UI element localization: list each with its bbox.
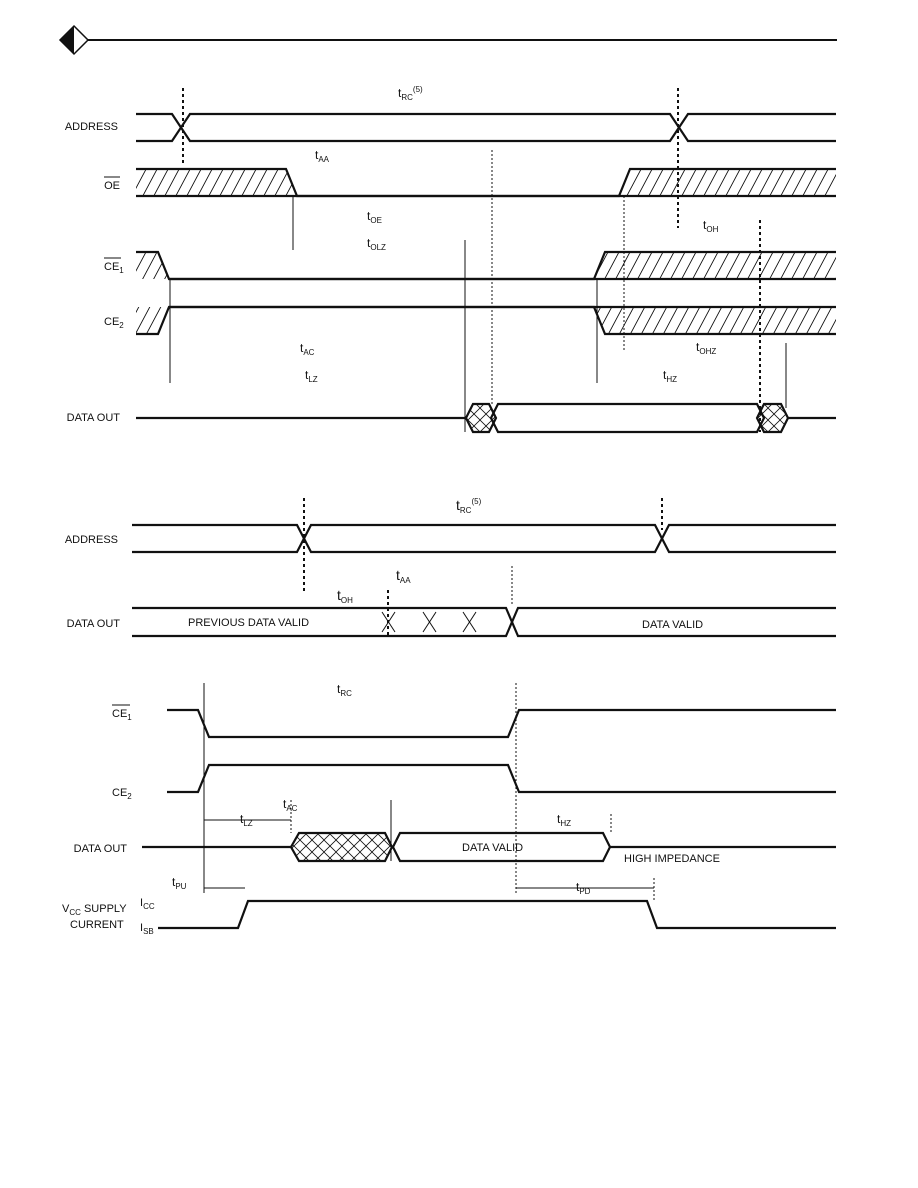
signal-label-ce1-3: CE1 bbox=[112, 708, 132, 722]
data-out-waveform-2 bbox=[132, 606, 836, 638]
reference-lines-2 bbox=[303, 498, 663, 636]
address-waveform bbox=[136, 112, 836, 143]
timing-label-thz-3: tHZ bbox=[557, 812, 571, 828]
reference-lines-3 bbox=[203, 683, 655, 901]
header bbox=[58, 24, 837, 56]
power-up-diagram: CE1 CE2 DATA OUT VCC SUPPLY CURRENT ICC … bbox=[62, 682, 836, 936]
signal-label-oe: OE bbox=[104, 180, 120, 192]
reference-lines-1 bbox=[169, 88, 787, 432]
previous-data-valid-label: PREVIOUS DATA VALID bbox=[188, 617, 309, 629]
signal-label-address-2: ADDRESS bbox=[65, 534, 118, 546]
diamond-logo-icon bbox=[58, 24, 90, 56]
timing-label-thz: tHZ bbox=[663, 368, 677, 384]
timing-label-trc-2: tRC(5) bbox=[456, 497, 482, 515]
timing-label-tac-3: tAC bbox=[283, 797, 298, 813]
level-label-isb: ISB bbox=[140, 922, 154, 936]
data-out-waveform-3 bbox=[142, 831, 836, 863]
timing-label-toh-2: tOH bbox=[337, 587, 353, 605]
ce1-waveform-3 bbox=[167, 708, 836, 739]
data-valid-label-2: DATA VALID bbox=[642, 619, 703, 631]
signal-label-ce2: CE2 bbox=[104, 316, 124, 330]
timing-label-toe: tOE bbox=[367, 209, 382, 225]
signal-label-ce2-3: CE2 bbox=[112, 787, 132, 801]
high-impedance-label: HIGH IMPEDANCE bbox=[624, 853, 720, 865]
signal-label-vcc: VCC SUPPLY bbox=[62, 903, 127, 917]
ce2-waveform bbox=[136, 305, 836, 336]
read-cycle-diagram-2: ADDRESS DATA OUT tRC(5) tAA tOH PREVIOUS… bbox=[65, 497, 836, 638]
timing-label-taa: tAA bbox=[315, 148, 330, 164]
vcc-current-waveform bbox=[158, 899, 836, 930]
signal-label-data-out-3: DATA OUT bbox=[74, 843, 128, 855]
timing-label-tolz: tOLZ bbox=[367, 236, 386, 252]
data-valid-label-3: DATA VALID bbox=[462, 842, 523, 854]
data-out-waveform-1 bbox=[136, 402, 836, 434]
timing-label-tac: tAC bbox=[300, 341, 315, 357]
timing-label-tpd: tPD bbox=[576, 880, 591, 896]
read-cycle-diagram-1: ADDRESS OE CE1 CE2 DATA OUT bbox=[65, 85, 836, 434]
oe-waveform bbox=[136, 167, 836, 198]
timing-label-toh: tOH bbox=[703, 218, 719, 234]
address-waveform-2 bbox=[132, 523, 836, 554]
signal-label-ce1: CE1 bbox=[104, 261, 124, 275]
signal-label-data-out: DATA OUT bbox=[67, 412, 121, 424]
timing-label-tlz: tLZ bbox=[305, 368, 318, 384]
signal-label-address: ADDRESS bbox=[65, 121, 118, 133]
timing-label-trc: tRC(5) bbox=[398, 85, 423, 102]
timing-label-taa-2: tAA bbox=[396, 567, 411, 585]
signal-label-current: CURRENT bbox=[70, 919, 124, 931]
level-label-icc: ICC bbox=[140, 897, 155, 911]
ce2-waveform-3 bbox=[167, 763, 836, 794]
timing-label-tohz: tOHZ bbox=[696, 340, 716, 356]
timing-label-tpu: tPU bbox=[172, 875, 187, 891]
signal-label-data-out-2: DATA OUT bbox=[67, 618, 121, 630]
ce1-waveform bbox=[136, 250, 836, 281]
timing-label-trc-3: tRC bbox=[337, 682, 352, 698]
timing-label-tlz-3: tLZ bbox=[240, 812, 253, 828]
